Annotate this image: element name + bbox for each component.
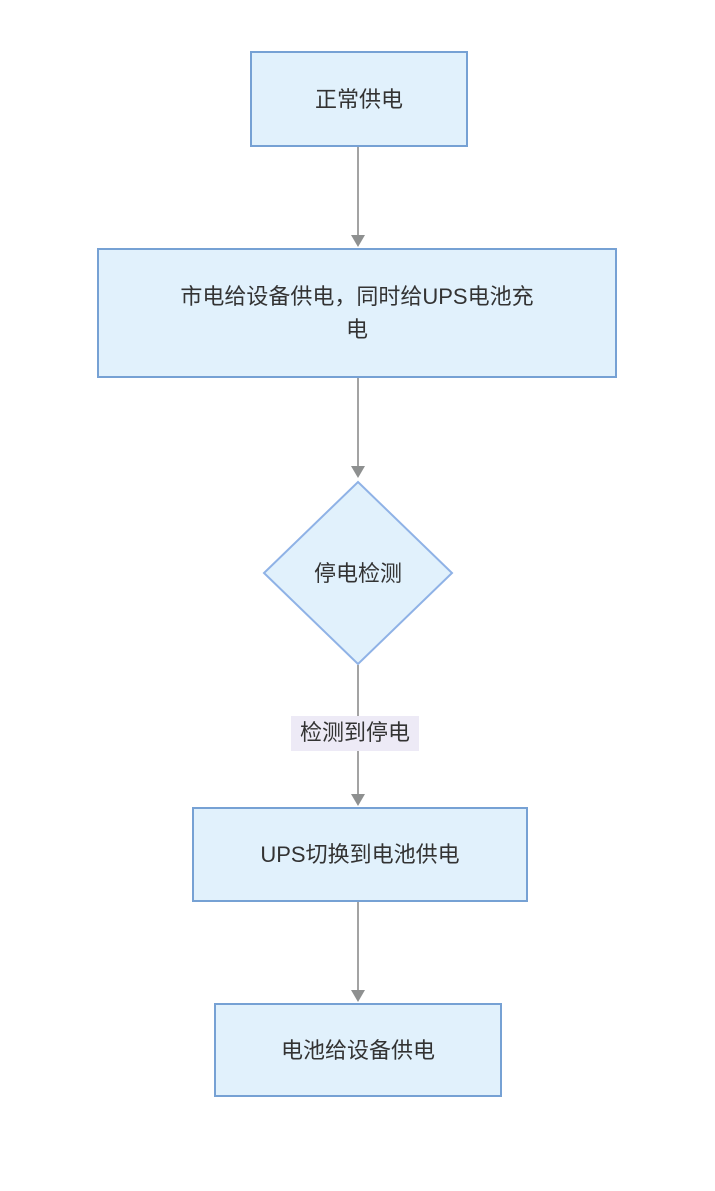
edge-label-outage-detected: 检测到停电: [290, 716, 420, 751]
arrowhead-a-b: [351, 235, 365, 247]
arrowhead-c-d: [351, 794, 365, 806]
arrowhead-d-e: [351, 990, 365, 1002]
decision-outage-detection-label: 停电检测: [313, 560, 402, 586]
node-ups-switch-battery-label: UPS切换到电池供电: [260, 842, 460, 867]
arrowhead-b-c: [351, 466, 365, 478]
node-ups-switch-battery: UPS切换到电池供电: [192, 807, 528, 902]
node-battery-supply: 电池给设备供电: [214, 1003, 502, 1097]
decision-outage-detection: 停电检测: [262, 480, 454, 666]
edge-line-b-c: [357, 378, 359, 467]
node-mains-supply-charge-label: 市电给设备供电，同时给UPS电池充电: [180, 284, 534, 342]
node-normal-power: 正常供电: [250, 51, 468, 147]
node-mains-supply-charge: 市电给设备供电，同时给UPS电池充电: [97, 248, 617, 378]
edge-line-d-e: [357, 902, 359, 991]
diamond-shape: [262, 480, 454, 666]
edge-line-a-b: [357, 147, 359, 236]
node-normal-power-label: 正常供电: [314, 86, 403, 112]
node-battery-supply-label: 电池给设备供电: [280, 1037, 435, 1063]
